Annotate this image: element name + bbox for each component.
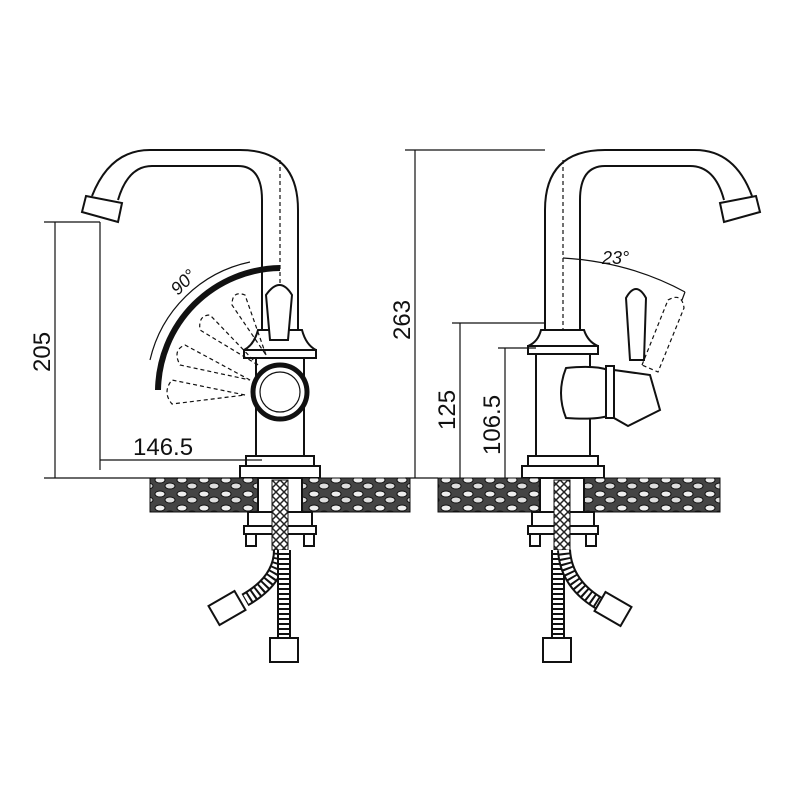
lever-height-label: 125 [434, 390, 461, 430]
side-lever: 23° [560, 248, 686, 428]
front-lever-positions [166, 284, 310, 422]
front-lever-angle-label: 90° [167, 265, 200, 298]
front-mounting [243, 479, 317, 551]
side-dimensions: 263 125 106.5 [389, 149, 545, 479]
front-view: 90° 205 146.5 [29, 149, 411, 663]
front-hoses [207, 549, 299, 663]
front-dimensions: 205 146.5 [29, 221, 262, 479]
side-hoses [542, 549, 633, 663]
side-view: 23° 263 [389, 149, 762, 663]
spout-height-label: 205 [29, 332, 56, 372]
reach-label: 146.5 [133, 434, 193, 461]
total-height-label: 263 [389, 300, 416, 340]
side-countertop [437, 477, 721, 513]
body-height-label: 106.5 [479, 395, 506, 455]
side-mounting [527, 479, 599, 551]
side-lever-angle-label: 23° [601, 248, 629, 268]
